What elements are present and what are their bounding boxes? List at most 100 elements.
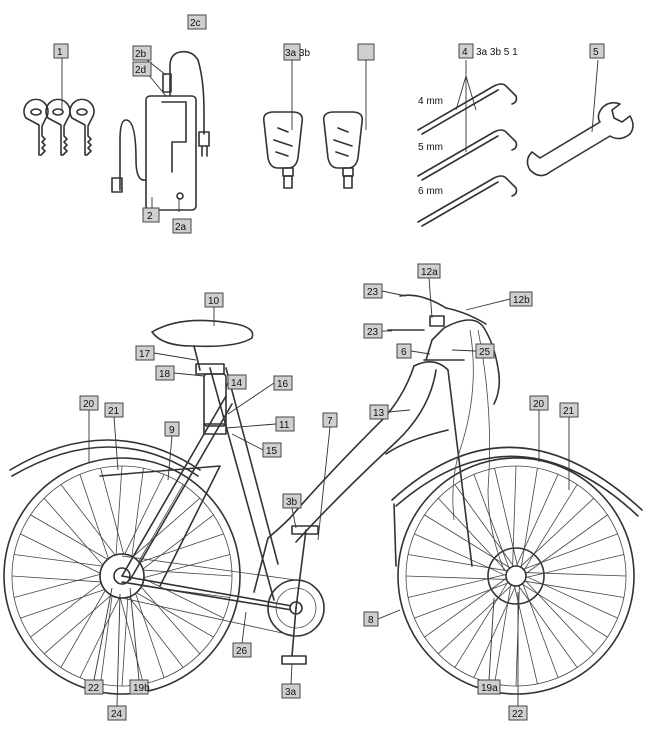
- wheel-spoke: [136, 484, 184, 566]
- label-rear-axle: 22: [88, 683, 100, 694]
- label-keys: 1: [57, 47, 63, 58]
- wheel-spoke: [408, 574, 507, 598]
- label-size-6: 6 mm: [418, 186, 443, 197]
- chainring-icon: [267, 525, 325, 665]
- label-charger: 2: [147, 211, 153, 222]
- wheel-spoke: [516, 474, 559, 567]
- wheel-spoke: [60, 586, 108, 668]
- wheel-spoke: [129, 497, 201, 560]
- wrench-icon: [526, 101, 634, 177]
- label-charger-2c: 2c: [190, 18, 201, 29]
- label-grip-mid: 23: [367, 327, 379, 338]
- wheel-spoke: [100, 591, 114, 684]
- wheel-spoke: [138, 583, 201, 655]
- front-mudguard-icon: [391, 446, 643, 511]
- wheel-spoke: [494, 584, 512, 684]
- wheel-spoke: [512, 465, 517, 567]
- hex-keys-icon: [417, 83, 518, 227]
- label-frame: 7: [327, 416, 333, 427]
- label-hex-keys-suffix: 3a 3b 5 1: [476, 47, 518, 58]
- label-rear-brake: 19b: [133, 683, 150, 694]
- wheel-spoke: [43, 592, 115, 655]
- label-rear-hub-motor: 24: [111, 709, 123, 720]
- label-pedals: 3a 3b: [285, 48, 310, 59]
- label-wrench: 5: [593, 47, 599, 58]
- label-hex-keys: 4: [462, 47, 468, 58]
- wheel-spoke: [473, 474, 510, 569]
- label-bottle-mount: 15: [266, 446, 278, 457]
- wheel-spoke: [437, 584, 513, 655]
- wheel-spoke: [525, 514, 608, 574]
- wheel-spoke: [121, 592, 129, 687]
- label-front-axle: 22: [512, 709, 524, 720]
- handlebar-icon: [387, 294, 505, 571]
- label-rear-mudguard: 20: [83, 399, 95, 410]
- label-brake-lever: 12a: [421, 267, 438, 278]
- label-front-wheel: 21: [563, 406, 575, 417]
- wheel-spoke: [125, 593, 184, 668]
- label-stem: 6: [401, 347, 407, 358]
- wheel-spoke: [139, 554, 230, 580]
- label-rear-rack: 9: [169, 425, 175, 436]
- wheel-spoke: [519, 497, 595, 568]
- wheel-spoke: [118, 593, 144, 684]
- wheel-spoke: [130, 468, 144, 561]
- wheel-spoke: [139, 576, 224, 619]
- wheel-spoke: [454, 484, 514, 567]
- wheel-spoke: [100, 468, 126, 559]
- chain-icon: [121, 555, 297, 637]
- wheel-spoke: [122, 474, 165, 559]
- wheel-spoke: [424, 578, 507, 638]
- label-rear-wheel: 21: [108, 406, 120, 417]
- wheel-spoke: [133, 589, 165, 678]
- wheel-spoke: [20, 587, 109, 619]
- wheel-spoke: [520, 468, 538, 568]
- wheel-spoke: [60, 484, 119, 559]
- wheel-spoke: [79, 593, 122, 678]
- wheel-spoke: [14, 554, 107, 568]
- label-saddle: 10: [208, 296, 220, 307]
- label-charger-2a: 2a: [175, 222, 187, 233]
- label-shifter: 12b: [513, 295, 530, 306]
- wheel-spoke: [132, 590, 214, 638]
- label-seatpost-clamp: 17: [139, 349, 151, 360]
- keys-icon: [23, 98, 95, 156]
- wheel-spoke: [523, 533, 618, 570]
- wheel-spoke: [518, 585, 578, 668]
- wheel-spoke: [437, 497, 508, 573]
- saddle-icon: [151, 319, 254, 375]
- wheel-spoke: [522, 583, 559, 678]
- wheel-spoke: [414, 582, 509, 619]
- label-seatpost: 18: [159, 369, 171, 380]
- label-display: 25: [479, 347, 491, 358]
- wheel-spoke: [43, 497, 106, 569]
- wheel-spoke: [424, 514, 511, 569]
- wheel-spoke: [139, 514, 214, 573]
- wheel-spoke: [30, 514, 112, 562]
- wheel-spoke: [30, 579, 105, 638]
- wheel-spoke: [524, 579, 595, 655]
- label-front-brake: 19a: [481, 683, 498, 694]
- wheel-spoke: [405, 575, 507, 580]
- label-lock: 16: [277, 379, 289, 390]
- charger-icon: [111, 50, 210, 211]
- front-wheel-icon: [397, 457, 635, 695]
- label-front-mudguard: 20: [533, 399, 545, 410]
- wheel-spoke: [473, 585, 516, 678]
- wheel-spoke: [414, 533, 507, 576]
- label-battery: 14: [231, 378, 243, 389]
- rear-wheel-icon: [3, 457, 241, 695]
- rear-mudguard-icon: [9, 439, 201, 471]
- label-grip-top: 23: [367, 287, 379, 298]
- label-chain: 26: [236, 646, 248, 657]
- pedals-icon: [262, 111, 364, 189]
- wheel-spoke: [79, 474, 111, 563]
- label-charger-2b: 2b: [135, 49, 147, 60]
- label-kickstand-pedal: 3b: [286, 497, 298, 508]
- wheel-spoke: [454, 581, 509, 668]
- label-size-5: 5 mm: [418, 142, 443, 153]
- rear-rack-icon: [99, 465, 221, 587]
- wheel-spoke: [11, 575, 106, 583]
